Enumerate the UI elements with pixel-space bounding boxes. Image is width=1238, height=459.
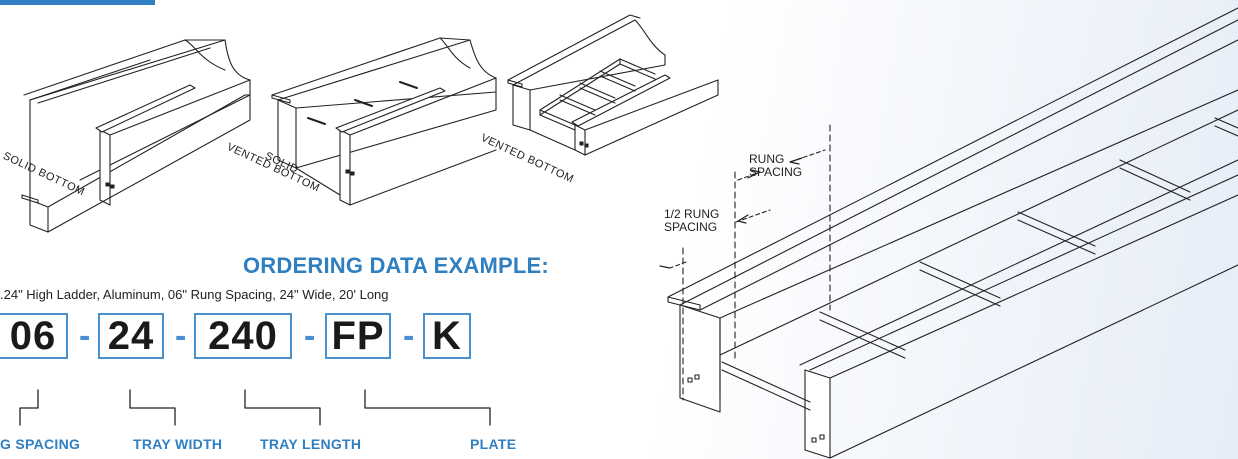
solid-vented-bottom-tray-drawing bbox=[271, 37, 497, 206]
rung-spacing-line2: SPACING bbox=[749, 165, 803, 179]
vented-bottom-tray-drawing bbox=[507, 14, 719, 156]
ordering-description: .24" High Ladder, Aluminum, 06" Rung Spa… bbox=[0, 287, 389, 302]
half-rung-line2: SPACING bbox=[664, 220, 718, 234]
large-ladder-tray-drawing bbox=[659, 7, 1238, 459]
code-separator: - bbox=[304, 317, 316, 355]
caption-tray-length: TRAY LENGTH bbox=[260, 436, 362, 452]
code-separator: - bbox=[79, 317, 91, 355]
rung-spacing-label: RUNG SPACING bbox=[749, 153, 802, 179]
code-segment-plate: FP bbox=[325, 313, 391, 359]
caption-plate: PLATE bbox=[470, 436, 517, 452]
code-segment-tray-width: 24 bbox=[98, 313, 164, 359]
code-leader-lines bbox=[19, 389, 491, 426]
half-rung-spacing-label: 1/2 RUNG SPACING bbox=[664, 208, 719, 234]
code-separator: - bbox=[403, 317, 415, 355]
ordering-heading: ORDERING DATA EXAMPLE: bbox=[243, 253, 549, 278]
code-segment-tray-length: 240 bbox=[194, 313, 292, 359]
caption-rung-spacing: G SPACING bbox=[0, 436, 81, 452]
top-accent-bar bbox=[0, 0, 155, 5]
rung-spacing-line1: RUNG bbox=[749, 152, 785, 166]
half-rung-line1: 1/2 RUNG bbox=[664, 207, 720, 221]
code-segment-k: K bbox=[423, 313, 471, 359]
solid-bottom-tray-drawing bbox=[21, 39, 251, 233]
code-segment-rung-spacing: 06 bbox=[0, 313, 68, 359]
code-separator: - bbox=[175, 317, 187, 355]
caption-tray-width: TRAY WIDTH bbox=[133, 436, 223, 452]
